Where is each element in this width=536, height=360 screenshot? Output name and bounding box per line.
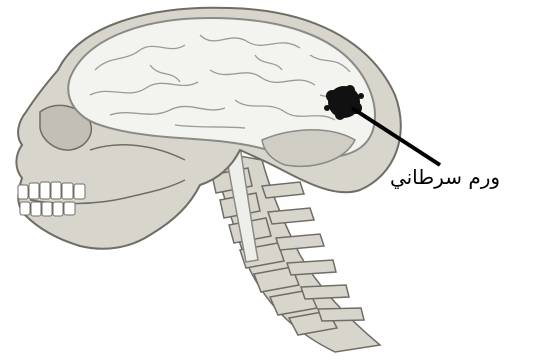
- tumor-label: ورم سرطاني: [360, 165, 530, 189]
